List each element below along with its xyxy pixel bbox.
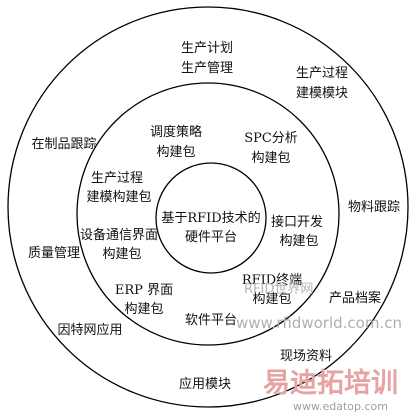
outer-item-quality-management: 质量管理: [28, 246, 80, 261]
outer-item-label: 生产过程: [296, 66, 348, 81]
middle-item-label: SPC分析: [244, 131, 298, 146]
center-label-line2: 硬件平台: [185, 230, 237, 245]
middle-item-erp: ERP 界面 构建包: [115, 283, 173, 317]
inner-circle: [155, 162, 267, 274]
middle-item-spc: SPC分析 构建包: [244, 131, 298, 166]
middle-item-label: 构建包: [279, 234, 318, 249]
middle-item-label: 构建包: [124, 302, 163, 317]
outer-item-label: 建模模块: [296, 86, 348, 101]
outer-ring-circle: [7, 6, 409, 408]
middle-item-label: 设备通信界面: [80, 227, 158, 243]
watermark-edatop-url: www.edatop.com: [293, 400, 388, 413]
outer-item-process-modeling: 生产过程 建模模块: [296, 66, 348, 101]
middle-item-scheduling: 调度策略 构建包: [150, 124, 202, 160]
watermarks: RFID世界网 www.rfidworld.com.cn 易迪拓培训 www.e…: [236, 282, 402, 413]
middle-item-label: 构建包: [252, 292, 291, 307]
middle-item-label: RFID终端: [242, 272, 302, 288]
outer-item-field-data: 现场资料: [280, 349, 332, 364]
outer-item-product-archive: 产品档案: [329, 291, 381, 306]
middle-item-process-modeling: 生产过程 建模构建包: [86, 171, 151, 205]
outer-item-production-planning: 生产计划 生产管理: [181, 41, 233, 76]
watermark-rfid-site-url: www.rfidworld.com.cn: [236, 314, 402, 332]
outer-item-label: 生产管理: [181, 61, 233, 76]
middle-item-label: 建模构建包: [86, 190, 151, 205]
center-hardware-platform: 基于RFID技术的 硬件平台: [161, 210, 260, 245]
middle-item-label: 构建包: [251, 151, 290, 166]
outer-item-material-tracking: 物料跟踪: [348, 200, 400, 215]
outer-ring-title: 应用模块: [179, 376, 231, 392]
middle-ring-title: 软件平台: [185, 313, 237, 328]
middle-item-label: 构建包: [102, 247, 141, 262]
middle-item-label: 生产过程: [91, 171, 143, 186]
center-label-line1: 基于RFID技术的: [161, 210, 260, 226]
middle-item-label: 调度策略: [150, 124, 202, 140]
middle-ring-items: 调度策略 构建包 SPC分析 构建包 生产过程 建模构建包 接口开发 构建包 设…: [80, 124, 323, 328]
outer-ring-items: 生产计划 生产管理 生产过程 建模模块 在制品跟踪 物料跟踪 质量管理 产品档案…: [28, 41, 400, 392]
watermark-edatop-name: 易迪拓培训: [263, 368, 398, 399]
outer-item-internet-app: 因特网应用: [57, 322, 122, 338]
middle-item-label: ERP 界面: [115, 283, 173, 298]
middle-item-device-comm: 设备通信界面 构建包: [80, 227, 158, 262]
middle-item-rfid-terminal: RFID终端 构建包: [242, 272, 302, 307]
middle-ring-circle: [76, 82, 340, 346]
outer-item-label: 生产计划: [181, 41, 233, 56]
middle-item-label: 接口开发: [271, 214, 323, 230]
watermark-rfid-site-name: RFID世界网: [244, 282, 313, 297]
outer-item-wip-tracking: 在制品跟踪: [31, 137, 96, 152]
middle-item-label: 构建包: [156, 145, 195, 160]
middle-item-interface-dev: 接口开发 构建包: [271, 214, 323, 249]
